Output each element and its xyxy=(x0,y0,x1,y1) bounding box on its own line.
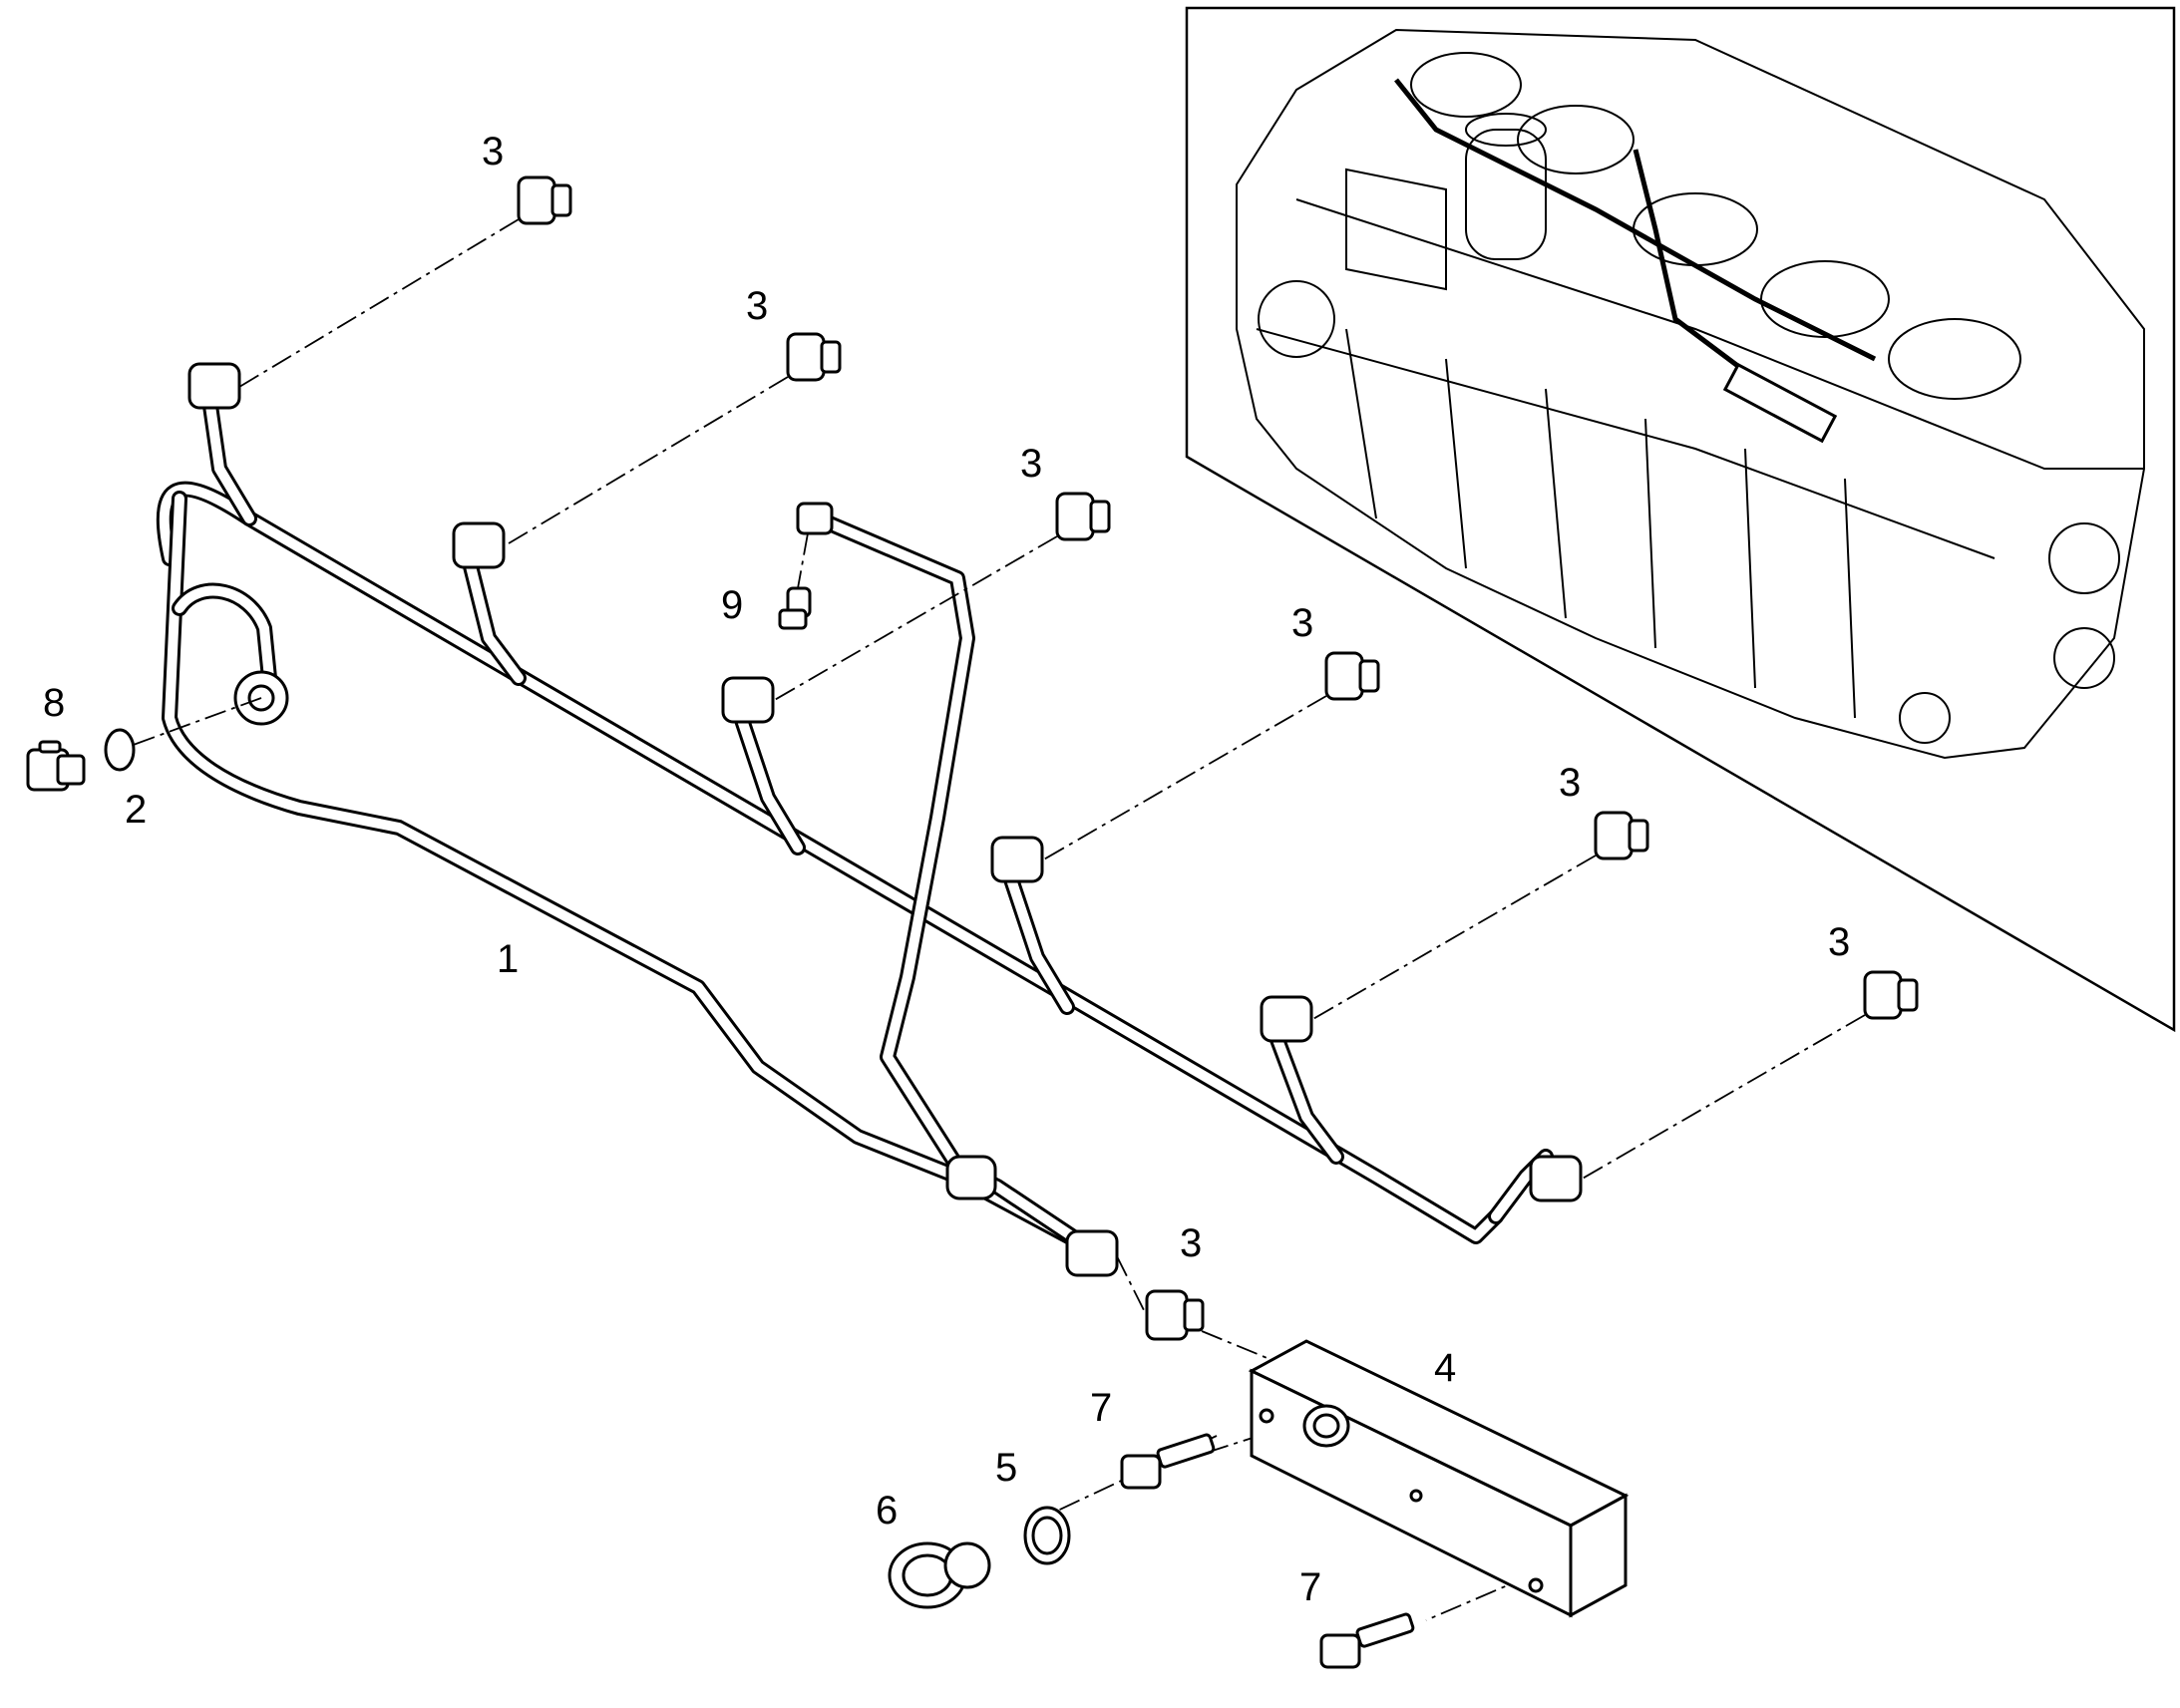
part-2-seal-ring xyxy=(104,728,136,772)
callout-2: 2 xyxy=(125,788,147,832)
callout-6: 6 xyxy=(876,1489,898,1533)
callout-8: 8 xyxy=(43,681,65,725)
part-7-bolt-lower xyxy=(1319,1612,1415,1669)
callout-5: 5 xyxy=(995,1446,1017,1490)
part-7-bolt-upper xyxy=(1120,1433,1216,1490)
callout-3-f: 3 xyxy=(1828,920,1850,964)
wiring-harness xyxy=(156,391,1554,1254)
hardware-parts xyxy=(26,586,1415,1669)
callout-7-lower: 7 xyxy=(1299,1565,1321,1609)
part-8-sensor xyxy=(26,740,86,792)
callout-9: 9 xyxy=(721,583,743,627)
callout-1: 1 xyxy=(497,937,519,981)
sensor-rail xyxy=(1248,1339,1630,1618)
part-5-washer xyxy=(1023,1506,1071,1565)
callout-3-d: 3 xyxy=(1291,601,1313,645)
callout-3-a: 3 xyxy=(482,130,504,173)
part-6-fitting xyxy=(888,1541,991,1609)
callout-3-c: 3 xyxy=(1020,442,1042,486)
part-9-plug xyxy=(778,586,812,630)
callout-labels: 1 2 3 3 3 3 3 3 3 4 5 6 7 7 8 9 xyxy=(43,130,1850,1609)
callout-3-g: 3 xyxy=(1180,1221,1202,1265)
callout-3-e: 3 xyxy=(1559,761,1581,805)
injector-caps xyxy=(517,175,1919,1341)
callout-3-b: 3 xyxy=(746,284,768,328)
engine-block-inset xyxy=(1185,6,2176,1033)
callout-7-upper: 7 xyxy=(1090,1386,1112,1430)
callout-4: 4 xyxy=(1434,1346,1456,1390)
